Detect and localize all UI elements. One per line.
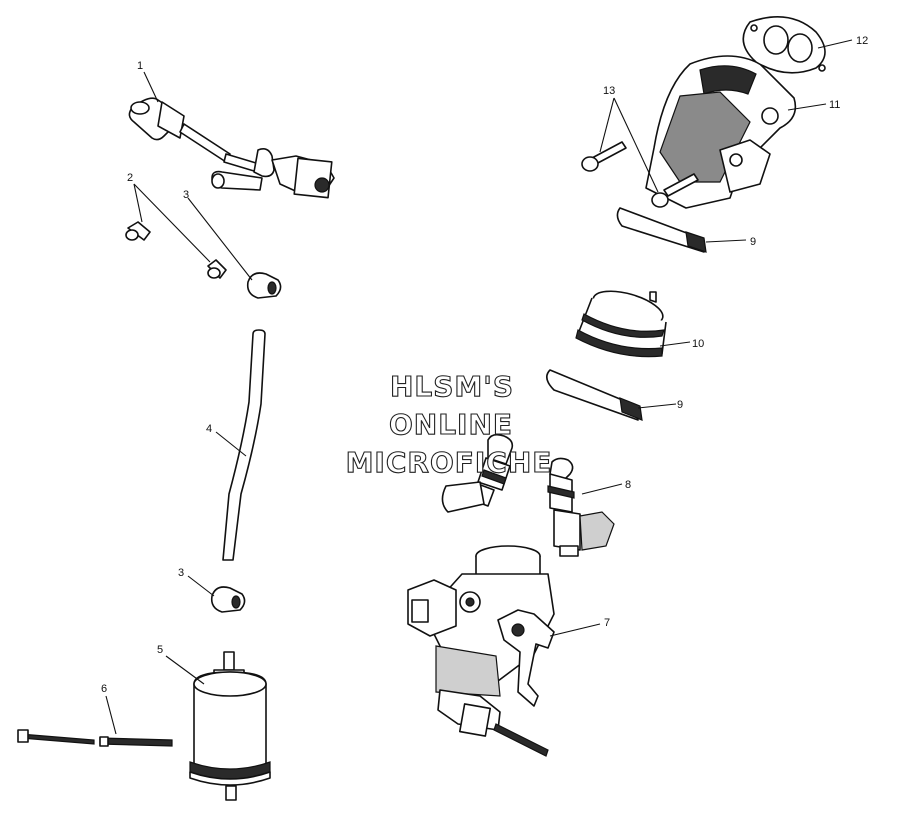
part-12-gasket: [742, 16, 826, 74]
part-9-clamp-band-upper: [616, 207, 707, 253]
part-5-fuel-filter: [189, 651, 271, 801]
callout-5: 5: [157, 644, 163, 656]
part-10-intake-boot: [575, 290, 667, 358]
callout-8: 8: [625, 479, 631, 491]
callout-numbers: 1 2 3 4 3 5 6 7 8 9 9 10 11 12 13: [101, 35, 868, 695]
callout-13: 13: [603, 85, 615, 97]
callout-10: 10: [692, 338, 704, 350]
callout-11: 11: [829, 99, 840, 111]
watermark-line-2: ONLINE: [389, 408, 513, 441]
callout-12: 12: [856, 35, 868, 47]
part-7-throttle-body: [407, 545, 555, 757]
callout-3-lower: 3: [178, 567, 184, 579]
part-2-screws: [125, 221, 227, 279]
part-3-clamp-lower: [210, 586, 246, 613]
part-11-intake-manifold: [645, 55, 797, 209]
callout-2: 2: [127, 172, 133, 184]
part-6-cable-ties: [17, 729, 173, 747]
part-3-clamp-upper: [246, 272, 282, 299]
callout-9-upper: 9: [750, 236, 756, 248]
leader-lines: [105, 39, 853, 735]
part-9-clamp-band-lower: [546, 369, 643, 421]
part-13-bolts: [581, 141, 699, 208]
callout-1: 1: [137, 60, 143, 72]
watermark-line-1: HLSM'S: [390, 370, 514, 403]
watermark: HLSM'S ONLINE MICROFICHE: [345, 369, 553, 479]
callout-7: 7: [604, 617, 610, 629]
watermark-line-3: MICROFICHE: [346, 446, 553, 479]
callout-9-lower: 9: [677, 399, 683, 411]
part-8-fuel-injector-right: [547, 457, 615, 557]
part-4-fuel-hose: [222, 329, 266, 561]
part-1-fuel-rail-assembly: [128, 97, 335, 199]
callout-4: 4: [206, 423, 212, 435]
callout-3-upper: 3: [183, 189, 189, 201]
callout-6: 6: [101, 683, 107, 695]
part-8-fuel-injector-left: [441, 433, 514, 513]
